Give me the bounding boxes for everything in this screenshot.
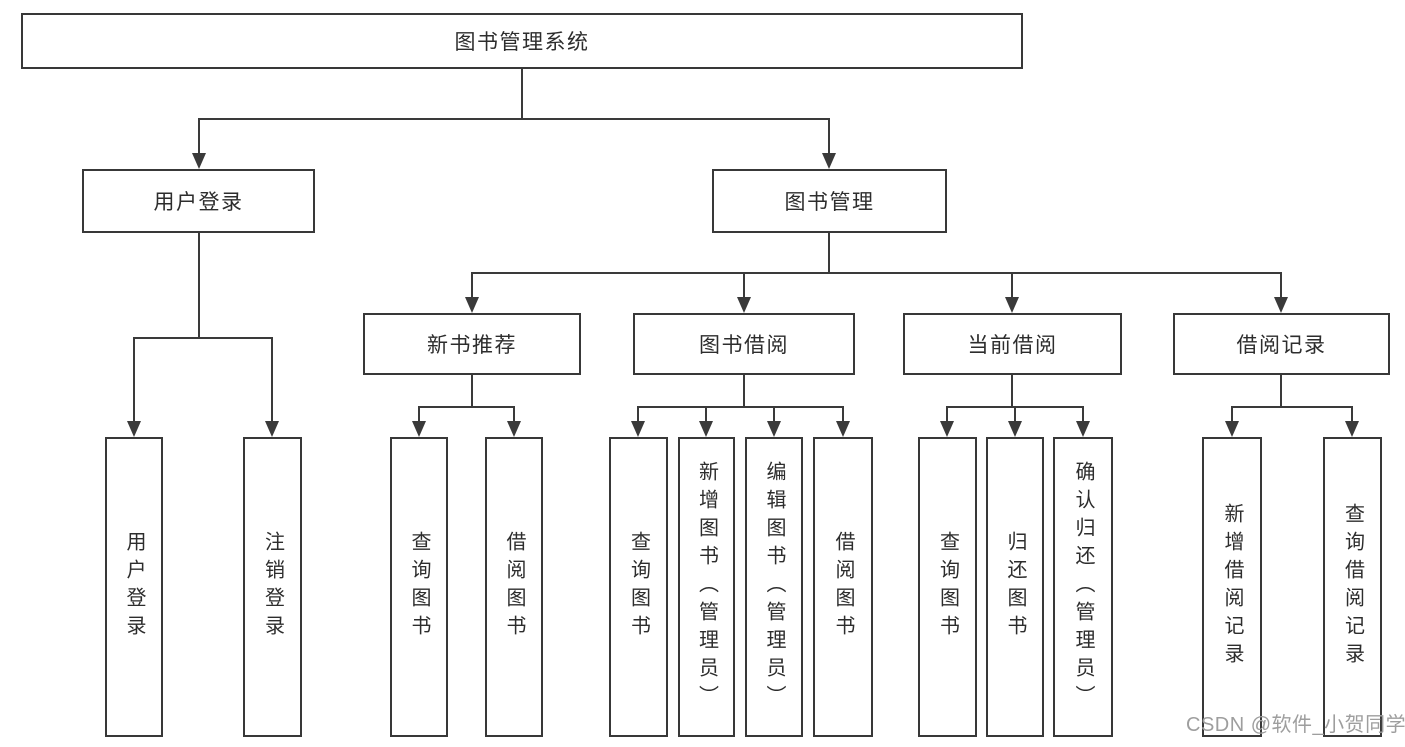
connector-line	[271, 337, 273, 423]
connector-line	[1014, 406, 1016, 423]
connector-line	[471, 272, 1282, 274]
node-book-borrow: 图书借阅	[633, 313, 855, 375]
connector-line	[1082, 406, 1084, 423]
arrowhead	[465, 297, 479, 313]
leaf-query-borrow-record: 查询借阅记录	[1323, 437, 1382, 737]
leaf-logout: 注销登录	[243, 437, 302, 737]
arrowhead	[1274, 297, 1288, 313]
connector-line	[133, 337, 135, 423]
connector-line	[743, 375, 745, 406]
node-new-book-recommend-label: 新书推荐	[427, 334, 517, 357]
leaf-add-borrow-record: 新增借阅记录	[1202, 437, 1262, 737]
connector-line	[471, 375, 473, 406]
arrowhead	[412, 421, 426, 437]
arrowhead	[1225, 421, 1239, 437]
leaf-return-books: 归还图书	[986, 437, 1044, 737]
connector-line	[842, 406, 844, 423]
connector-line	[1280, 272, 1282, 299]
connector-line	[198, 233, 200, 337]
connector-line	[513, 406, 515, 423]
connector-line	[1231, 406, 1353, 408]
connector-line	[133, 337, 273, 339]
connector-line	[198, 118, 830, 120]
connector-line	[471, 272, 473, 299]
leaf-label: 查询图书	[936, 531, 959, 643]
arrowhead	[699, 421, 713, 437]
connector-line	[521, 69, 523, 118]
node-user-login-label: 用户登录	[153, 191, 244, 214]
connector-line	[828, 118, 830, 157]
arrowhead	[1076, 421, 1090, 437]
node-root: 图书管理系统	[21, 13, 1023, 69]
arrowhead	[940, 421, 954, 437]
leaf-label: 编辑图书（管理员）	[763, 461, 785, 713]
node-user-login: 用户登录	[82, 169, 315, 233]
connector-line	[1011, 272, 1013, 299]
leaf-query-books-current: 查询图书	[918, 437, 977, 737]
leaf-confirm-return-admin: 确认归还（管理员）	[1053, 437, 1113, 737]
leaf-label: 新增图书（管理员）	[695, 461, 718, 713]
leaf-label: 注销登录	[261, 531, 284, 643]
connector-line	[1231, 406, 1233, 423]
leaf-label: 归还图书	[1004, 531, 1026, 643]
connector-line	[198, 118, 200, 157]
node-borrow-records: 借阅记录	[1173, 313, 1390, 375]
arrowhead	[737, 297, 751, 313]
node-book-management: 图书管理	[712, 169, 947, 233]
arrowhead	[836, 421, 850, 437]
connector-line	[637, 406, 639, 423]
connector-line	[1011, 375, 1013, 406]
node-current-borrow-label: 当前借阅	[967, 334, 1058, 357]
connector-line	[705, 406, 707, 423]
connector-line	[773, 406, 775, 423]
arrowhead	[1008, 421, 1022, 437]
connector-line	[637, 406, 844, 408]
leaf-borrow-books: 借阅图书	[813, 437, 873, 737]
node-book-management-label: 图书管理	[784, 191, 875, 214]
csdn-watermark: CSDN @软件_小贺同学	[1186, 714, 1405, 736]
leaf-query-books-borrow: 查询图书	[609, 437, 668, 737]
leaf-label: 用户登录	[123, 531, 145, 643]
leaf-edit-books-admin: 编辑图书（管理员）	[745, 437, 803, 737]
connector-line	[743, 272, 745, 299]
leaf-user-login: 用户登录	[105, 437, 163, 737]
node-new-book-recommend: 新书推荐	[363, 313, 581, 375]
connector-line	[828, 233, 830, 272]
arrowhead	[265, 421, 279, 437]
node-root-label: 图书管理系统	[454, 31, 590, 54]
node-book-borrow-label: 图书借阅	[699, 334, 789, 357]
leaf-borrow-books-recommend: 借阅图书	[485, 437, 543, 737]
node-current-borrow: 当前借阅	[903, 313, 1122, 375]
arrowhead	[127, 421, 141, 437]
connector-line	[1351, 406, 1353, 423]
node-borrow-records-label: 借阅记录	[1236, 334, 1327, 357]
leaf-add-books-admin: 新增图书（管理员）	[678, 437, 735, 737]
connector-line	[418, 406, 420, 423]
leaf-label: 借阅图书	[832, 531, 854, 643]
leaf-label: 确认归还（管理员）	[1072, 461, 1094, 713]
arrowhead	[1345, 421, 1359, 437]
connector-line	[946, 406, 948, 423]
leaf-label: 查询图书	[408, 531, 430, 643]
connector-line	[1280, 375, 1282, 406]
leaf-label: 借阅图书	[503, 531, 525, 643]
leaf-label: 查询借阅记录	[1341, 503, 1364, 671]
arrowhead	[767, 421, 781, 437]
arrowhead	[631, 421, 645, 437]
arrowhead	[507, 421, 521, 437]
connector-line	[418, 406, 515, 408]
leaf-query-books-recommend: 查询图书	[390, 437, 448, 737]
arrowhead	[192, 153, 206, 169]
leaf-label: 新增借阅记录	[1221, 503, 1243, 671]
leaf-label: 查询图书	[627, 531, 650, 643]
arrowhead	[1005, 297, 1019, 313]
arrowhead	[822, 153, 836, 169]
